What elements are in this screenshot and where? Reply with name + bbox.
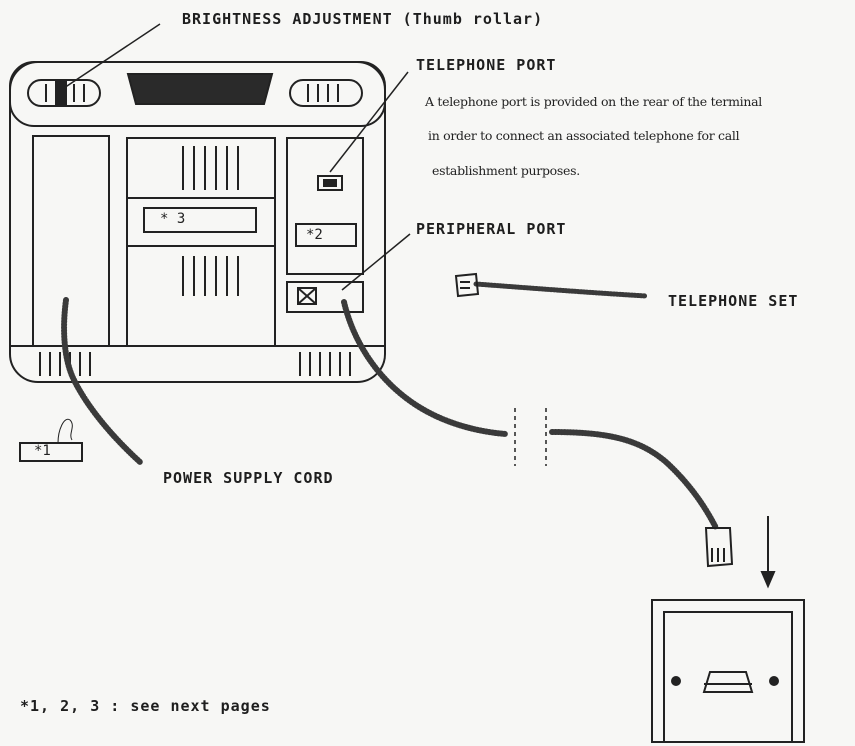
telephone-port-leader	[329, 71, 409, 173]
marker-2-label: *2	[306, 227, 323, 243]
telephone-port-socket	[317, 175, 343, 191]
peripheral-cord-2	[549, 429, 719, 531]
right-column	[286, 137, 364, 275]
telephone-port-description-line-2: in order to connect an associated teleph…	[428, 128, 740, 143]
peripheral-port-label: PERIPHERAL PORT	[416, 220, 567, 238]
bottom-vents-right	[299, 352, 351, 376]
telephone-port-description-line-3: establishment purposes.	[432, 163, 580, 178]
marker-3-box	[143, 207, 257, 233]
power-supply-cord-label: POWER SUPPLY CORD	[163, 469, 334, 487]
telephone-port-description-line-1: A telephone port is provided on the rear…	[425, 94, 762, 109]
footnote-label: *1, 2, 3 : see next pages	[20, 697, 271, 715]
marker-1-label: *1	[34, 443, 51, 459]
center-vents-bottom	[182, 256, 239, 296]
top-display-panel	[126, 73, 274, 105]
right-thumb-roller	[289, 79, 363, 107]
telephone-port-label: TELEPHONE PORT	[416, 56, 557, 74]
modular-plug	[704, 527, 734, 568]
left-panel	[32, 135, 110, 347]
peripheral-port-leader	[341, 233, 411, 291]
left-thumb-roller	[27, 79, 101, 107]
center-module	[126, 137, 276, 347]
marker-3-label: * 3	[160, 211, 186, 227]
peripheral-cord-1	[341, 299, 509, 437]
down-arrow	[760, 516, 776, 589]
terminal-top-bar	[9, 61, 386, 127]
marker-2-box	[295, 223, 357, 247]
brightness-adjustment-label: BRIGHTNESS ADJUSTMENT (Thumb rollar)	[182, 10, 544, 28]
marker-1-box	[19, 442, 83, 462]
center-vents-top	[182, 146, 239, 190]
telephone-set-plug	[454, 272, 480, 298]
brightness-leader	[63, 23, 161, 89]
marker-1-string	[57, 418, 73, 444]
power-supply-cord	[61, 297, 143, 465]
telephone-set-cord	[473, 281, 649, 299]
wall-socket	[651, 599, 805, 743]
peripheral-port-socket	[297, 287, 317, 305]
telephone-set-label: TELEPHONE SET	[668, 292, 799, 310]
peripheral-port-box	[286, 281, 364, 313]
